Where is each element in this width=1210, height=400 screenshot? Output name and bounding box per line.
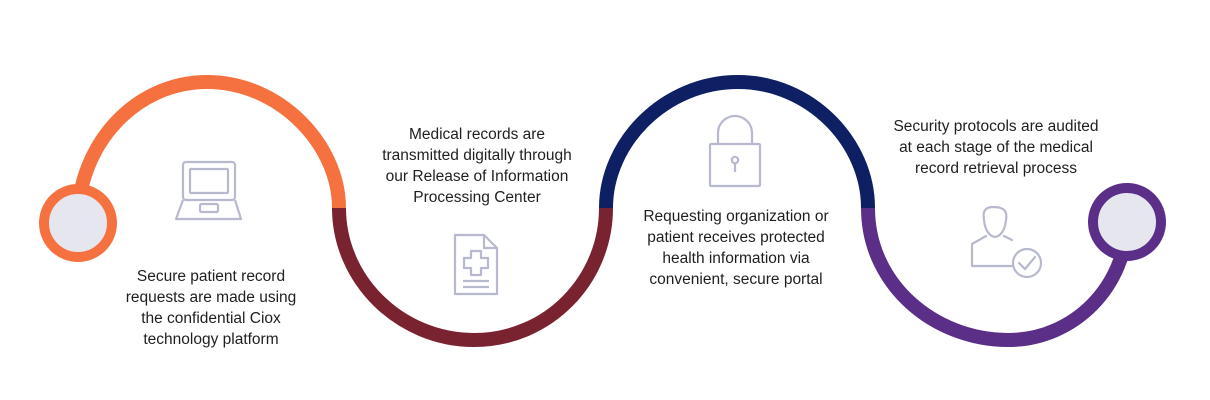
step-1-description: Secure patient record requests are made … [125,268,297,348]
wave-segment-maroon [332,207,613,348]
laptop-icon [174,160,243,221]
wave-segment-orange [71,74,346,221]
step-2-description: Medical records are transmitted digitall… [382,126,572,206]
wave-segment-purple [861,207,1134,348]
start-node [39,184,117,262]
end-node [1088,183,1166,261]
wave-segment-navy [599,74,875,209]
verified-user-icon [970,205,1043,279]
padlock-icon [708,114,762,188]
step-3-description: Requesting organization or patient recei… [643,208,829,288]
step-4-description: Security protocols are audited at each s… [893,118,1099,177]
medical-document-icon [453,233,499,296]
